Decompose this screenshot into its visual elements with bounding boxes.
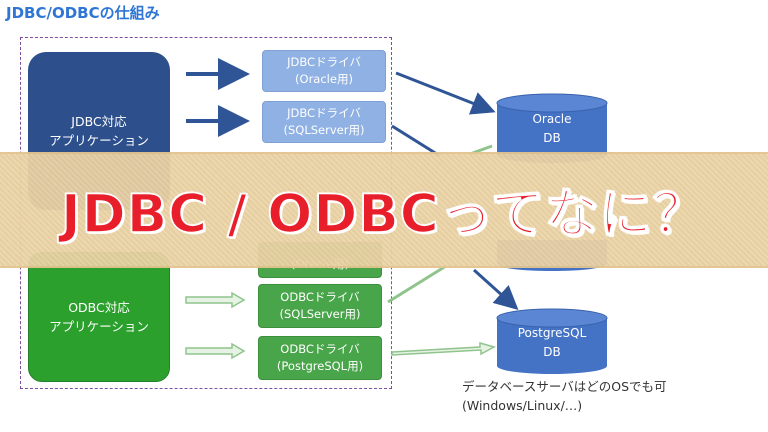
odbc-application-line1: ODBC対応 bbox=[68, 299, 130, 315]
postgresql-db-label-line2: DB bbox=[543, 344, 561, 359]
odbc-driver-postgresql-line2: (PostgreSQL用) bbox=[276, 359, 364, 373]
odbc-application-line2: アプリケーション bbox=[49, 319, 149, 334]
db-os-note: データベースサーバはどのOSでも可 (Windows/Linux/…) bbox=[462, 377, 667, 416]
jdbc-driver-oracle-line1: JDBCドライバ bbox=[287, 55, 361, 70]
oracle-db-label-line2: DB bbox=[543, 130, 561, 145]
jdbc-application-line2: アプリケーション bbox=[49, 133, 149, 148]
postgresql-db-label: PostgreSQL DB bbox=[497, 324, 607, 361]
banner-headline: JDBC / ODBCってなに？ bbox=[60, 183, 707, 246]
odbc-driver-sqlserver-line1: ODBCドライバ bbox=[280, 290, 360, 305]
jdbc-driver-sqlserver-line1: JDBCドライバ bbox=[287, 106, 361, 121]
db-os-note-line2: (Windows/Linux/…) bbox=[462, 398, 583, 414]
odbc-driver-postgresql: ODBCドライバ (PostgreSQL用) bbox=[258, 336, 382, 380]
oracle-db-label-line1: Oracle bbox=[532, 112, 572, 126]
arrow-jdbc-oracle-to-oracle-db bbox=[395, 71, 496, 115]
diagram-title: JDBC/ODBCの仕組み bbox=[6, 4, 160, 22]
arrow-to-postgresql-db bbox=[472, 268, 519, 311]
odbc-application-box: ODBC対応 アプリケーション bbox=[28, 252, 170, 382]
arrow-odbc-app-to-sqlserver-driver bbox=[185, 291, 246, 309]
odbc-driver-sqlserver: ODBCドライバ (SQLServer用) bbox=[258, 284, 382, 328]
driver-to-db-arrows bbox=[387, 71, 519, 356]
title-banner bbox=[0, 152, 768, 268]
db-os-note-line1: データベースサーバはどのOSでも可 bbox=[462, 379, 667, 394]
postgresql-db-label-line1: PostgreSQL bbox=[517, 326, 587, 340]
app-to-odbc-driver-arrows bbox=[185, 291, 246, 360]
jdbc-driver-sqlserver-line2: (SQLServer用) bbox=[283, 123, 365, 137]
odbc-driver-sqlserver-line2: (SQLServer用) bbox=[279, 307, 361, 321]
odbc-driver-postgresql-line1: ODBCドライバ bbox=[280, 342, 360, 357]
jdbc-driver-sqlserver: JDBCドライバ (SQLServer用) bbox=[262, 101, 386, 143]
arrow-odbc-postgresql-to-postgresql-db bbox=[391, 342, 496, 356]
arrow-odbc-sqlserver-to-db bbox=[387, 264, 447, 304]
arrow-jdbc-sqlserver-to-db bbox=[391, 124, 441, 158]
jdbc-application-line1: JDBC対応 bbox=[71, 113, 127, 129]
app-to-jdbc-driver-arrows bbox=[186, 58, 250, 137]
arrow-odbc-app-to-postgresql-driver bbox=[185, 342, 246, 360]
postgresql-db-cylinder bbox=[496, 308, 608, 374]
jdbc-driver-oracle-line2: (Oracle用) bbox=[295, 72, 353, 86]
jdbc-driver-oracle: JDBCドライバ (Oracle用) bbox=[262, 50, 386, 92]
oracle-db-label: Oracle DB bbox=[497, 110, 607, 147]
